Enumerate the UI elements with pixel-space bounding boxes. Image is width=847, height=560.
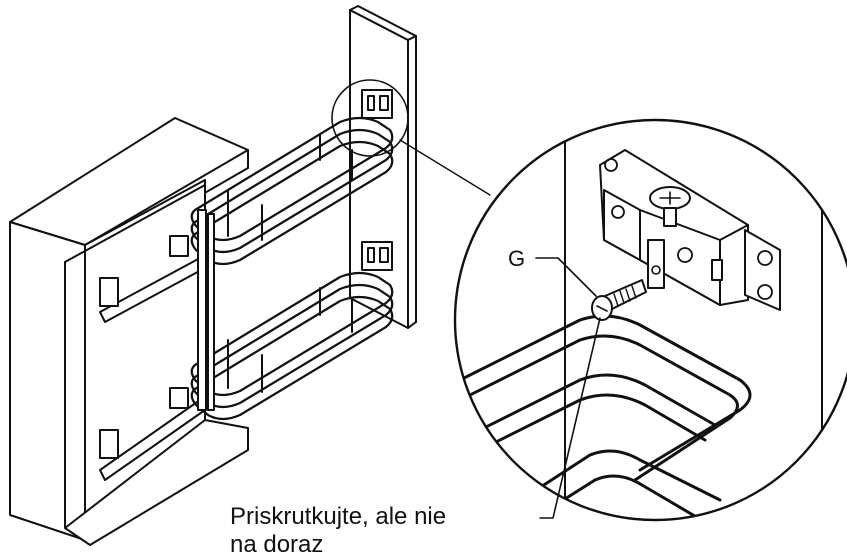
mounting-bracket	[599, 149, 781, 311]
detail-connector-line	[399, 139, 491, 196]
mounting-bracket-small	[361, 89, 393, 271]
leader-line-caption	[539, 317, 601, 519]
wire-basket-upper	[190, 116, 394, 266]
detail-view	[458, 120, 823, 520]
detail-circle	[453, 118, 847, 522]
part-label-g: G	[508, 246, 525, 271]
instruction-caption-line2: na doraz	[230, 531, 323, 558]
frame-posts	[197, 209, 215, 411]
leader-line-g	[535, 257, 597, 297]
cabinet-drawing	[9, 117, 249, 546]
detail-marker-circle	[331, 79, 409, 157]
screw-icon	[649, 186, 691, 227]
instruction-caption-line1: Priskrutkujte, ale nie	[230, 503, 446, 530]
screw-g	[591, 279, 647, 321]
wire-basket-lower	[190, 271, 394, 421]
